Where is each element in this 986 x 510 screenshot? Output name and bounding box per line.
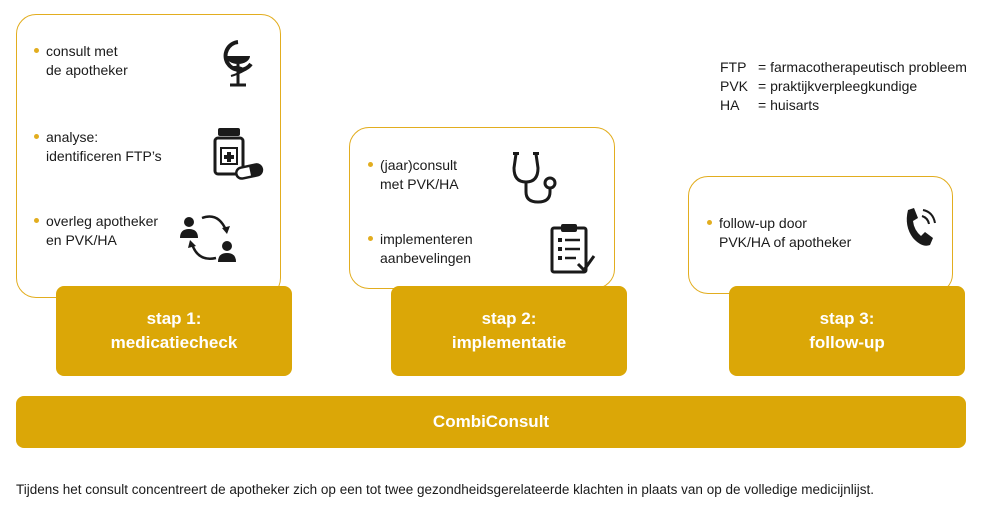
step3-item-label: follow-up door PVK/HA of apotheker: [719, 215, 852, 250]
step2-item-label: (jaar)consult met PVK/HA: [380, 157, 459, 192]
step3-item-followup: follow-up door PVK/HA of apotheker: [707, 214, 851, 252]
legend-text: = praktijkverpleegkundige: [758, 78, 918, 94]
legend-text: = farmacotherapeutisch probleem: [758, 59, 967, 75]
abbreviation-legend: FTP = farmacotherapeutisch probleem PVK = …: [720, 58, 967, 115]
clipboard-checklist-icon: [550, 224, 596, 274]
step1-item-label: overleg apotheker en PVK/HA: [46, 213, 159, 248]
step1-item-label: consult met de apotheker: [46, 43, 128, 78]
stethoscope-icon: [512, 152, 557, 204]
people-exchange-icon: [180, 215, 236, 262]
step1-item-overleg: overleg apotheker en PVK/HA: [34, 212, 158, 250]
step2-item-implementeren: implementeren aanbevelingen: [368, 230, 473, 268]
step3-box: stap 3: follow-up: [729, 286, 965, 376]
bullet-dot: [34, 48, 39, 53]
phone-icon: [906, 208, 936, 246]
step1-title: stap 1: medicatiecheck: [110, 309, 238, 352]
caption: Tijdens het consult concentreert de apot…: [16, 482, 875, 497]
pharmacy-symbol-icon: [223, 40, 253, 87]
legend-abbr: PVK: [720, 78, 749, 94]
legend-row: PVK = praktijkverpleegkundige: [720, 77, 967, 96]
step1-box: stap 1: medicatiecheck: [56, 286, 292, 376]
step2-box: stap 2: implementatie: [391, 286, 627, 376]
step2-card: [349, 127, 615, 289]
combiconsult-label: CombiConsult: [432, 412, 550, 431]
legend-row: HA = huisarts: [720, 96, 967, 115]
step2-item-label: implementeren aanbevelingen: [380, 231, 473, 266]
step1-item-consult: consult met de apotheker: [34, 42, 128, 80]
legend-text: = huisarts: [758, 97, 820, 113]
bullet-dot: [368, 162, 373, 167]
step3-title: stap 3: follow-up: [809, 309, 885, 352]
bullet-dot: [707, 220, 712, 225]
legend-row: FTP = farmacotherapeutisch probleem: [720, 58, 967, 77]
step1-item-analyse: analyse: identificeren FTP’s: [34, 128, 162, 166]
medicine-bottle-icon: [213, 128, 264, 180]
step1-item-label: analyse: identificeren FTP’s: [46, 129, 162, 164]
bullet-dot: [34, 218, 39, 223]
legend-abbr: FTP: [720, 59, 747, 75]
bullet-dot: [368, 236, 373, 241]
combiconsult-bar: CombiConsult: [16, 396, 966, 448]
step2-title: stap 2: implementatie: [451, 309, 567, 352]
legend-abbr: HA: [720, 97, 740, 113]
step2-item-consult: (jaar)consult met PVK/HA: [368, 156, 459, 194]
bullet-dot: [34, 134, 39, 139]
